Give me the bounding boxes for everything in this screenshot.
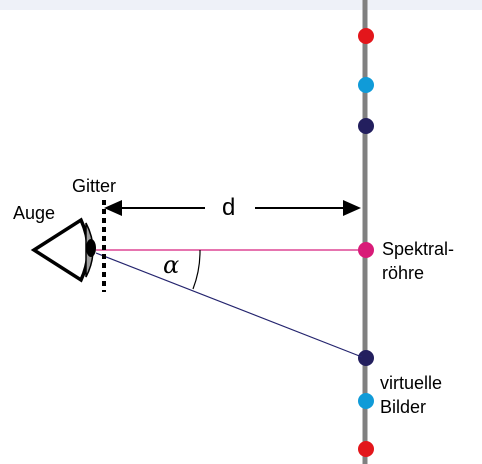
eye-label: Auge <box>13 203 56 223</box>
red-virtual-image-dot <box>358 441 374 457</box>
red-spectral-dot-top <box>358 28 374 44</box>
angle-arc <box>192 249 201 290</box>
eye-outline <box>30 217 90 283</box>
spectral-tube-dot <box>358 242 374 258</box>
navy-spectral-dot-top <box>358 118 374 134</box>
cyan-spectral-dot-top <box>358 77 374 93</box>
distance-arrowhead-right <box>343 200 361 216</box>
spectral-tube-label-line-2: röhre <box>382 263 425 283</box>
cyan-virtual-image-dot <box>358 393 374 409</box>
distance-label: d <box>222 194 236 221</box>
virtual-images-label-line-1: virtuelle <box>380 373 443 393</box>
angle-label: α <box>163 251 180 279</box>
spectral-tube-label-line-1: Spektral- <box>382 239 455 259</box>
eye-pupil <box>86 239 96 257</box>
diffracted-ray-line <box>95 252 363 358</box>
distance-arrowhead-left <box>104 200 122 216</box>
top-band <box>0 0 482 10</box>
grating-label: Gitter <box>72 176 117 196</box>
virtual-images-label-line-2: Bilder <box>380 397 427 417</box>
eye-icon <box>30 217 96 283</box>
navy-virtual-image-dot <box>358 350 374 366</box>
